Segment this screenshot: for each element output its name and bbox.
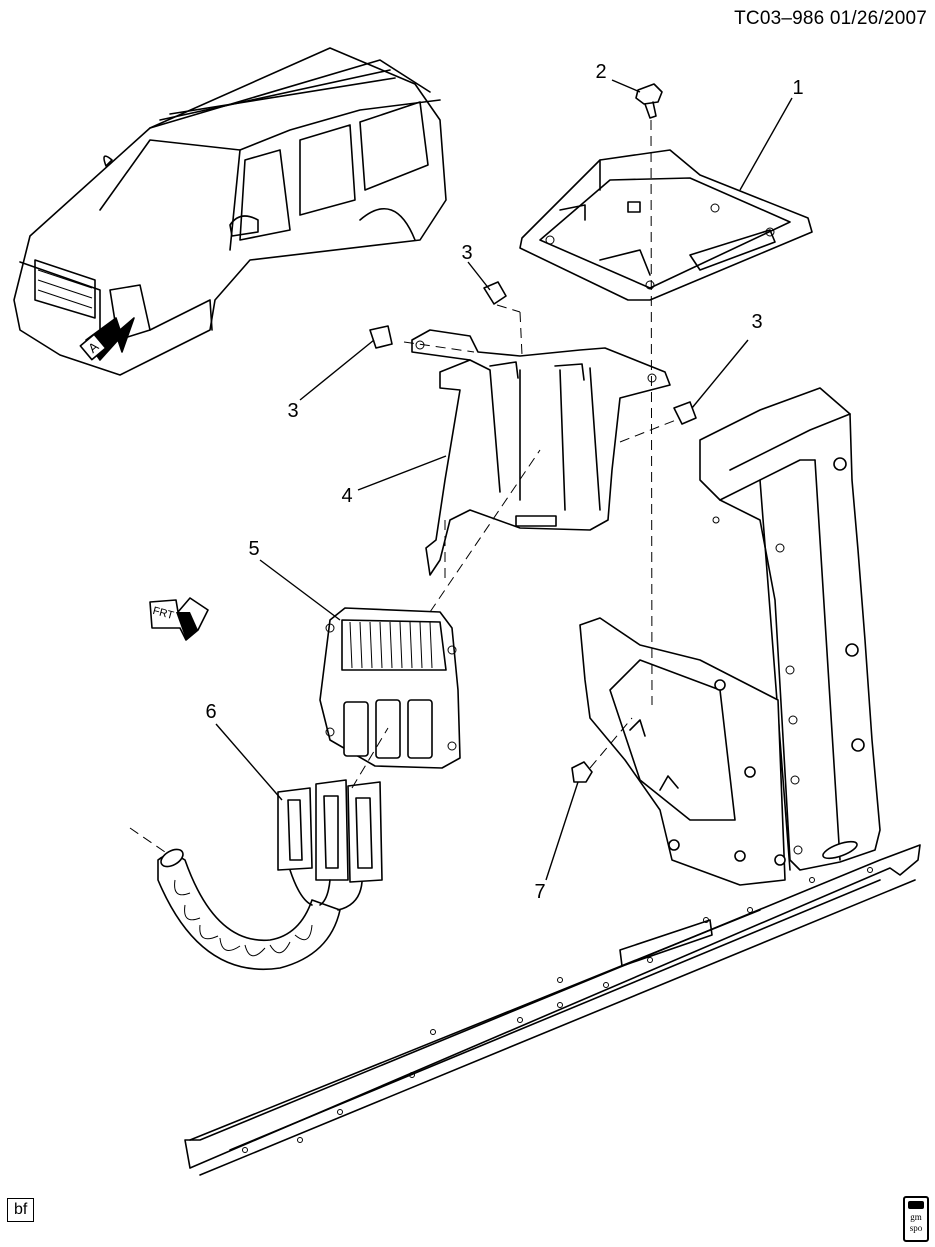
assembly-lines	[129, 119, 677, 853]
part-3-clip-left	[369, 325, 393, 349]
part-1-tray	[519, 149, 813, 301]
gm-spo-logo: gm spo	[903, 1196, 929, 1242]
callout-6: 6	[205, 701, 217, 723]
vehicle-frame	[184, 387, 921, 1176]
callout-2: 2	[595, 61, 607, 83]
callout-4: 4	[341, 485, 353, 507]
callout-3-top: 3	[461, 242, 473, 264]
callout-3-right: 3	[751, 311, 763, 333]
part-2-bolt	[635, 83, 663, 119]
vehicle-illustration	[13, 47, 447, 376]
front-direction-arrow	[149, 597, 209, 641]
callout-7: 7	[534, 881, 546, 903]
part-7-screw	[571, 761, 593, 783]
diagram-id-date: TC03–986 01/26/2007	[734, 8, 927, 29]
part-3-clip-top	[483, 281, 507, 305]
callout-3-left: 3	[287, 400, 299, 422]
callout-1: 1	[792, 77, 804, 99]
callout-5: 5	[248, 538, 260, 560]
corner-label-bf: bf	[7, 1198, 35, 1222]
part-5-ecm-module	[319, 607, 461, 769]
part-6-wiring-harness	[157, 779, 383, 970]
part-4-bracket	[411, 329, 671, 576]
callout-leaders	[215, 79, 793, 881]
part-3-clip-right	[673, 401, 697, 425]
